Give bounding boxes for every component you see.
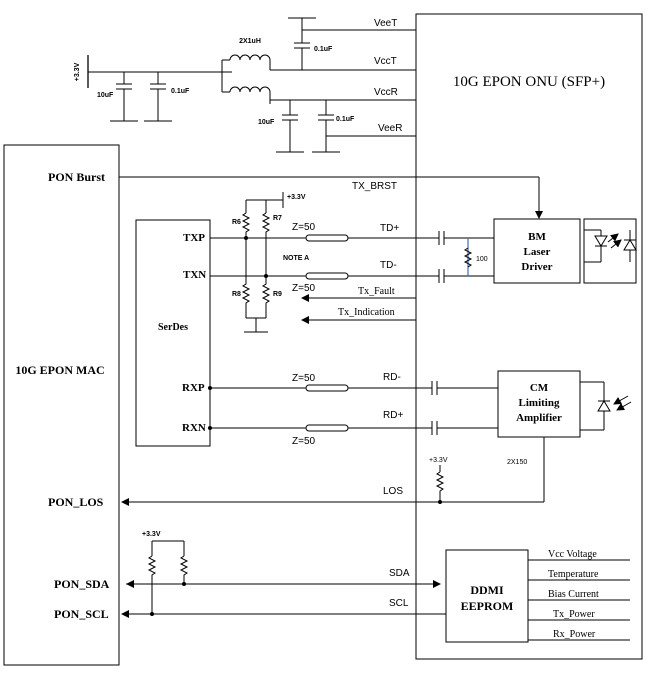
tx-supply-label: +3.3V (287, 194, 306, 201)
serdes-title: SerDes (158, 322, 188, 333)
cap-01uf-a-label: 0.1uF (171, 88, 190, 95)
serdes-rxn-label: RXN (182, 422, 206, 434)
cap-10uf-a (110, 72, 138, 122)
cm-amp-line3: Amplifier (516, 412, 562, 424)
mac-box (3, 144, 120, 666)
cm-limiting-amplifier-box (497, 370, 581, 438)
td-minus-label: TD- (380, 260, 397, 271)
onu-title: 10G EPON ONU (SFP+) (453, 74, 605, 90)
z50-rx-trace-top (305, 384, 349, 392)
resistor-r8 (241, 238, 251, 318)
cap-10uf-a-label: 10uF (97, 92, 114, 99)
inductor-bottom (229, 86, 271, 93)
pon-burst-label: PON Burst (48, 170, 105, 184)
rd-minus-label: RD- (383, 372, 401, 383)
z50-rx-trace-bottom (305, 424, 349, 432)
scl-label: SCL (389, 598, 409, 609)
cm-amp-line1: CM (530, 382, 549, 394)
sda-pullup-resistor (179, 555, 189, 584)
z50-top-label: Z=50 (292, 222, 316, 233)
cap-10uf-b-label: 10uF (258, 119, 275, 126)
los-supply-label: +3.3V (429, 457, 448, 464)
ddmi-item-temperature: Temperature (548, 569, 599, 580)
td-plus-label: TD+ (380, 223, 399, 234)
bm-driver-line3: Driver (521, 261, 552, 273)
scl-pullup-resistor (147, 555, 157, 614)
cap-01uf-top (294, 30, 310, 70)
veer-label: VeeR (378, 123, 402, 134)
ddmi-item-vcc: Vcc Voltage (548, 549, 597, 560)
tx-fault-label: Tx_Fault (358, 286, 395, 297)
serdes-box (135, 219, 211, 447)
cap-01uf-b-label: 0.1uF (336, 116, 355, 123)
termination-resistor (463, 247, 473, 268)
resistor-r6 (241, 212, 251, 238)
los-pullup-resistor (435, 471, 445, 502)
i2c-supply-label: +3.3V (142, 531, 161, 538)
z50-bottom-label: Z=50 (292, 283, 316, 294)
bm-driver-line1: BM (528, 231, 546, 243)
power-section: +3.3V 10uF 0.1uF 2X1uH (74, 17, 416, 153)
vcct-label: VccT (374, 56, 397, 67)
cap-01uf-top-label: 0.1uF (314, 46, 333, 53)
photodiode-icon (580, 381, 632, 431)
cap-10uf-b (276, 100, 304, 153)
termination-label: 100 (476, 256, 488, 263)
cap-01uf-a (144, 72, 172, 122)
laser-diode-icon (583, 218, 637, 284)
veet-label: VeeT (374, 18, 397, 29)
resistor-r9 (261, 276, 271, 318)
pon-sda-label: PON_SDA (54, 577, 110, 591)
power-supply-label: +3.3V (74, 62, 81, 81)
inductor-top (229, 54, 271, 61)
r6-label: R6 (232, 219, 241, 226)
ddmi-line2: EEPROM (461, 599, 514, 613)
serdes-txn-label: TXN (183, 269, 206, 281)
pull-label: 2X150 (507, 459, 527, 466)
r8-label: R8 (232, 291, 241, 298)
vccr-label: VccR (374, 87, 398, 98)
tx-brst-label: TX_BRST (352, 181, 397, 192)
sda-label: SDA (389, 568, 410, 579)
bm-laser-driver-box (493, 218, 581, 284)
serdes-rxp-label: RXP (182, 382, 205, 394)
ddmi-line1: DDMI (470, 583, 504, 597)
tx-section: TXP TXN Z=50 TD+ Z=50 TD- 100 +3.3V R6 (183, 192, 494, 333)
z50-trace-top (305, 234, 349, 242)
ddmi-items: Vcc Voltage Temperature Bias Current Tx_… (528, 549, 630, 641)
r7-label: R7 (273, 215, 282, 222)
i2c-section: +3.3V SDA SCL (121, 531, 446, 618)
ddmi-eeprom-box (445, 549, 529, 643)
z50-trace-bottom (305, 272, 349, 280)
ddmi-item-rx-power: Rx_Power (553, 629, 596, 640)
rd-plus-label: RD+ (383, 410, 403, 421)
los-label: LOS (383, 486, 403, 497)
serdes-txp-label: TXP (183, 232, 205, 244)
cm-amp-line2: Limiting (519, 397, 560, 409)
mac-title: 10G EPON MAC (15, 363, 104, 377)
pon-scl-label: PON_SCL (54, 607, 109, 621)
z50-rx-bottom-label: Z=50 (292, 436, 316, 447)
cap-01uf-b (312, 100, 340, 153)
z50-rx-top-label: Z=50 (292, 373, 316, 384)
bm-driver-line2: Laser (524, 246, 551, 258)
inductor-label: 2X1uH (239, 38, 261, 45)
r9-label: R9 (273, 291, 282, 298)
resistor-r7 (261, 212, 271, 276)
pon-los-label: PON_LOS (48, 495, 104, 509)
ddmi-item-tx-power: Tx_Power (553, 609, 595, 620)
rx-section: RXP RXN Z=50 RD- Z=50 RD+ +3.3V 2X150 LO… (121, 372, 545, 506)
note-a-label: NOTE A (283, 255, 309, 262)
ddmi-item-bias: Bias Current (548, 589, 599, 600)
tx-indication-label: Tx_Indication (338, 307, 395, 318)
